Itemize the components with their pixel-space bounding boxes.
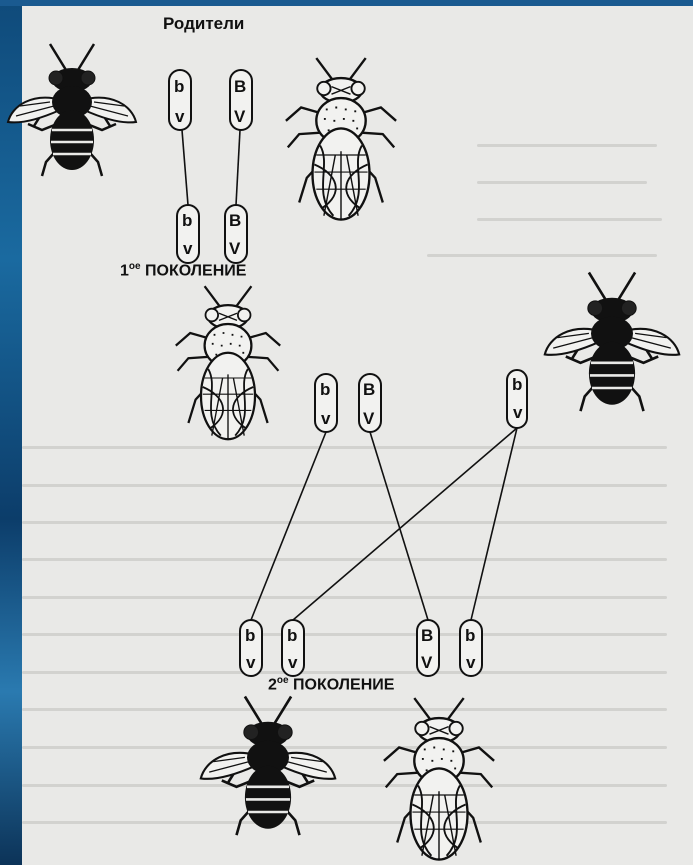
cross-dark-fly-icon [545, 273, 679, 412]
parent-light-fly-icon [286, 58, 396, 220]
cross-male-gene-bottom: v [513, 403, 523, 422]
generation-2-dark-fly-icon [201, 697, 335, 836]
gen1-right-gene-bottom: V [229, 239, 241, 258]
gen2-2-gene-top: b [287, 626, 297, 645]
gen2-1-gene-top: b [245, 626, 255, 645]
cross-female-2-gene-bottom: V [363, 409, 375, 428]
parent-right-gene-bottom: V [234, 107, 246, 126]
gen2-4-gene-bottom: v [466, 653, 476, 672]
cross-female-2-gene-top: B [363, 380, 375, 399]
parent-left-gene-bottom: v [175, 107, 185, 126]
cross-female-1-gene-top: b [320, 380, 330, 399]
cross-male-gene-top: b [512, 375, 522, 394]
parent-right-gene-top: B [234, 77, 246, 96]
parent-dark-fly-icon [8, 44, 136, 176]
generation-2-light-fly-icon [384, 698, 494, 860]
gen1-right-gene-top: B [229, 211, 241, 230]
gen1-left-gene-bottom: v [183, 239, 193, 258]
cross-female-1-gene-bottom: v [321, 409, 331, 428]
generation-1-fly-icon [176, 286, 280, 439]
gen2-2-gene-bottom: v [288, 653, 298, 672]
gen2-3-gene-bottom: V [421, 653, 433, 672]
gen2-4-gene-top: b [465, 626, 475, 645]
gen2-1-gene-bottom: v [246, 653, 256, 672]
parent-left-gene-top: b [174, 77, 184, 96]
gen1-left-gene-top: b [182, 211, 192, 230]
gen2-3-gene-top: B [421, 626, 433, 645]
